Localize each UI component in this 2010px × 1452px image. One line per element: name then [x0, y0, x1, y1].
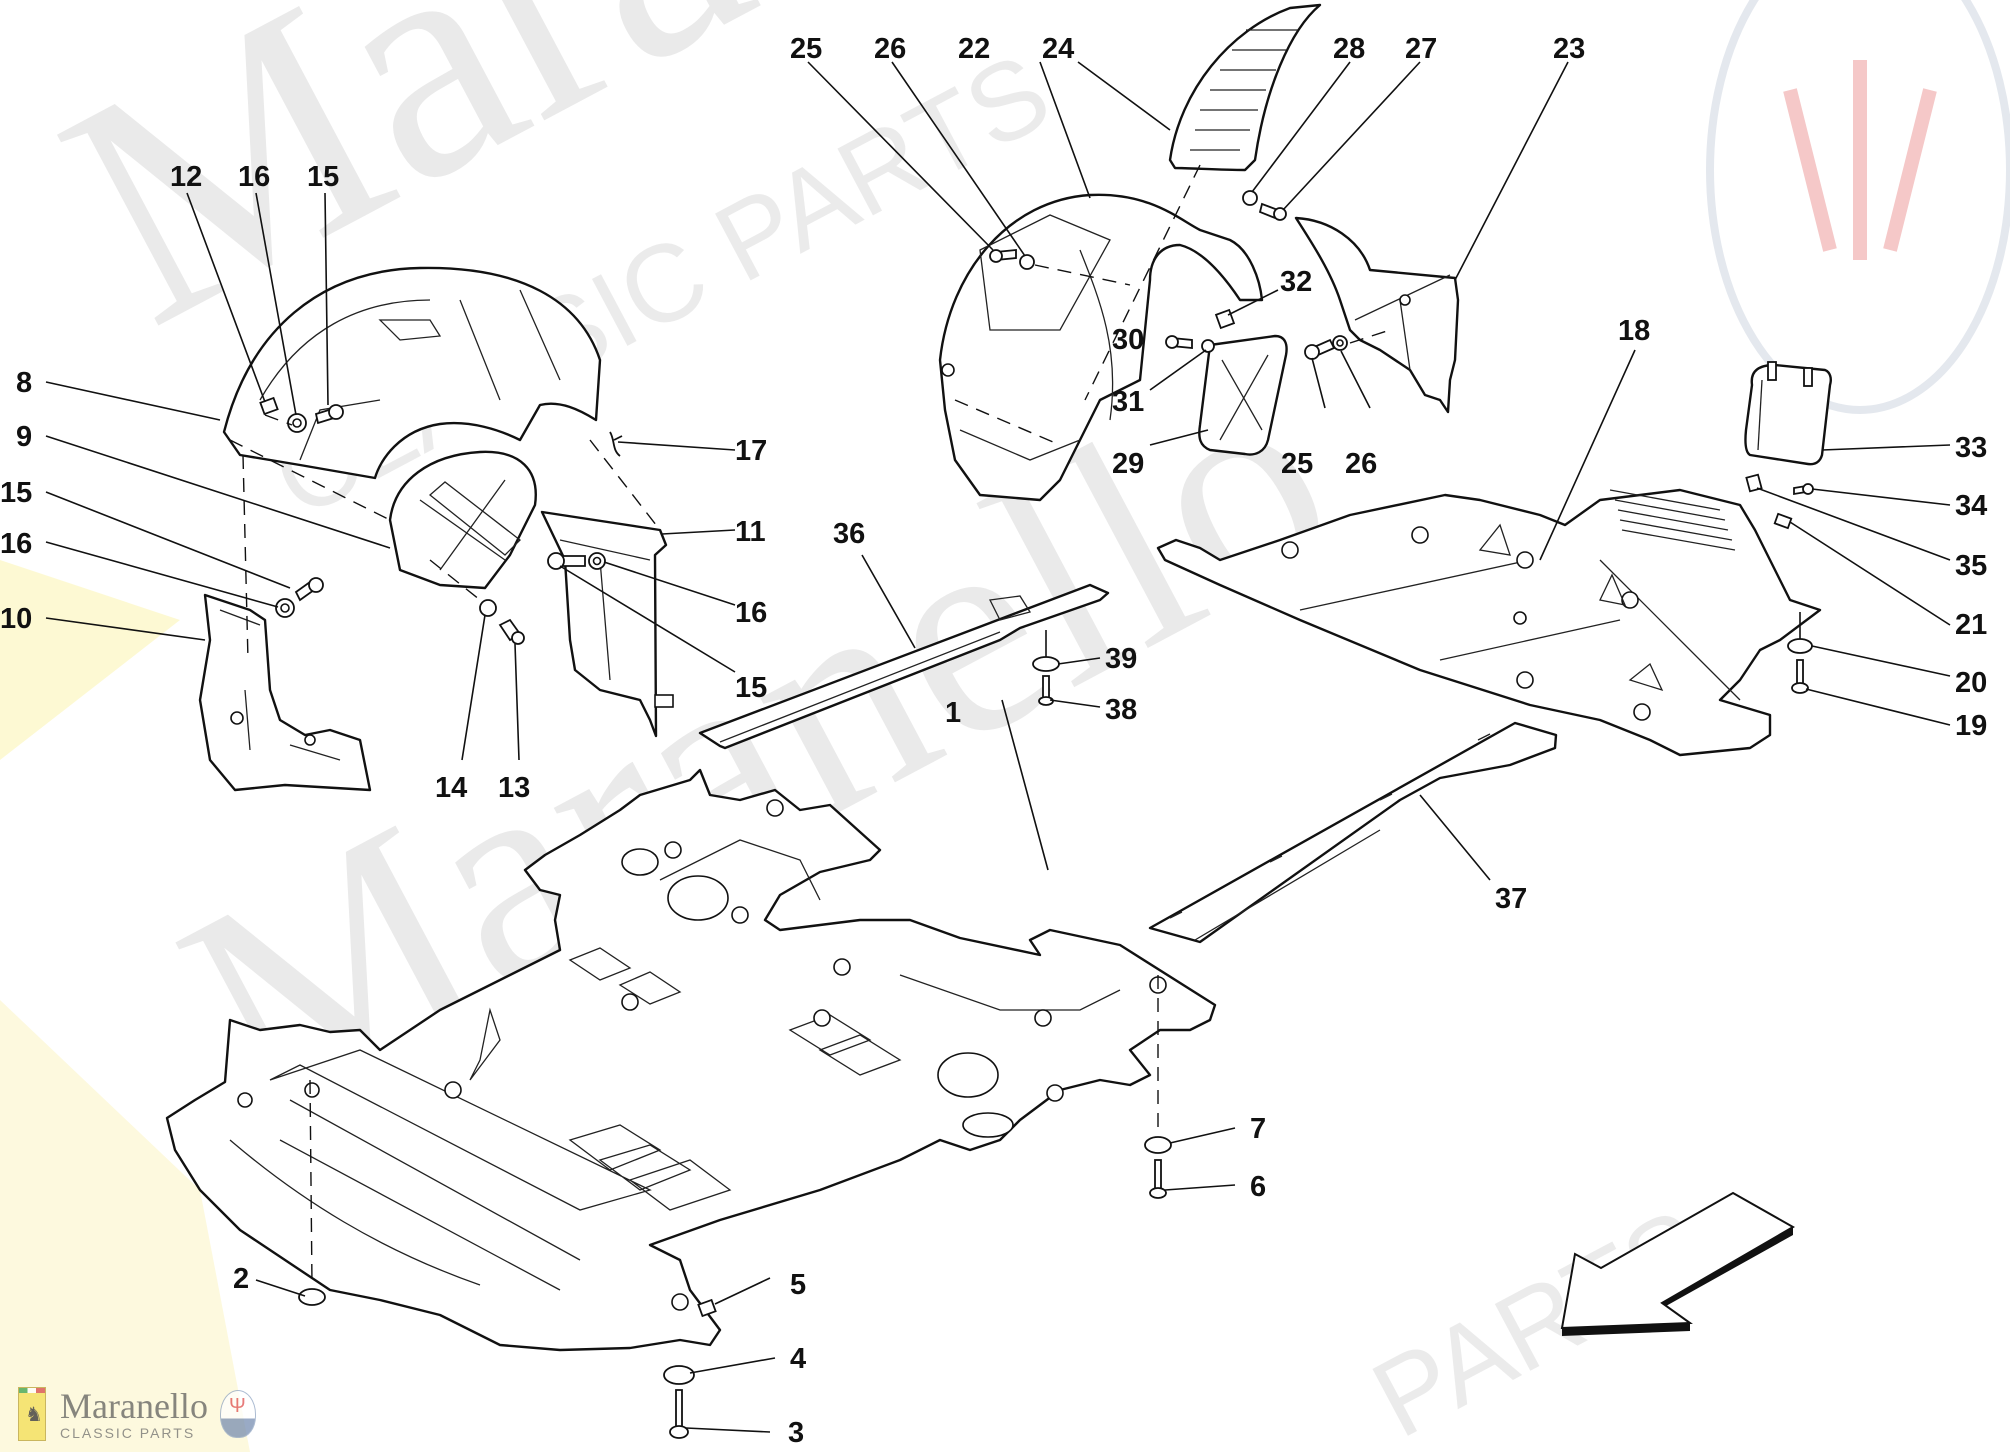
callout-21[interactable]: 21 [1955, 609, 1987, 641]
prancing-horse-icon: ♞ [25, 1404, 43, 1426]
rear-undertray-vents [1609, 489, 1736, 551]
fasteners-main-undertray [298, 1136, 1172, 1439]
part-19-screw[interactable] [1796, 659, 1804, 685]
part-21-clip[interactable] [1773, 512, 1793, 530]
callout-8[interactable]: 8 [16, 367, 32, 399]
callout-35[interactable]: 35 [1955, 550, 1987, 582]
part-37-stiffener[interactable] [1148, 721, 1558, 944]
callout-11[interactable]: 11 [735, 516, 766, 548]
part-38-screw[interactable] [1042, 675, 1050, 699]
callout-26-a[interactable]: 26 [874, 33, 906, 65]
callout-25-b[interactable]: 25 [1281, 448, 1313, 480]
part-3-screw[interactable] [675, 1389, 683, 1429]
fasteners-rear-wheelhouse [989, 190, 1348, 360]
watermark-ferrari-shield-lower [0, 1000, 250, 1452]
brand-subtitle: CLASSIC PARTS [60, 1425, 196, 1441]
part-18-rear-undertray[interactable] [1156, 488, 1822, 757]
brand-text: Maranello CLASSIC PARTS [60, 1387, 208, 1441]
front-direction-arrow-icon [1560, 1191, 1796, 1336]
part-24-vent-grille[interactable] [1168, 3, 1322, 172]
part-20-washer[interactable] [1787, 638, 1813, 654]
callout-10[interactable]: 10 [0, 603, 32, 635]
callout-26-b[interactable]: 26 [1345, 448, 1377, 480]
callout-22[interactable]: 22 [958, 33, 990, 65]
callout-24[interactable]: 24 [1042, 33, 1074, 65]
assembly-lines [229, 164, 1391, 1286]
part-6-screw[interactable] [1154, 1159, 1162, 1191]
callout-16-c[interactable]: 16 [735, 597, 767, 629]
callout-30[interactable]: 30 [1112, 324, 1144, 356]
callout-28[interactable]: 28 [1333, 33, 1365, 65]
callout-14[interactable]: 14 [435, 772, 467, 804]
callout-6[interactable]: 6 [1250, 1171, 1266, 1203]
watermark-trident [1783, 60, 1937, 260]
maserati-trident-icon: Ψ [219, 1390, 256, 1438]
callout-20[interactable]: 20 [1955, 667, 1987, 699]
callout-19[interactable]: 19 [1955, 710, 1987, 742]
part-23-rear-liner[interactable] [1294, 216, 1460, 414]
callout-17[interactable]: 17 [735, 435, 767, 467]
brand-name: Maranello [60, 1386, 208, 1426]
callout-23[interactable]: 23 [1553, 33, 1585, 65]
callout-labels: 1 2 3 4 5 6 7 8 9 10 11 12 13 14 15 15 1… [0, 33, 1987, 1449]
callout-39[interactable]: 39 [1105, 643, 1137, 675]
part-2-grommet[interactable] [298, 1288, 326, 1306]
leader-lines [45, 61, 1951, 1433]
part-9-cover-plate[interactable] [388, 450, 537, 590]
callout-37[interactable]: 37 [1495, 883, 1527, 915]
callout-18[interactable]: 18 [1618, 315, 1650, 347]
part-35-clip[interactable] [1745, 473, 1763, 493]
maranello-classic-parts-logo: ♞ Maranello CLASSIC PARTS Ψ [18, 1384, 256, 1444]
callout-13[interactable]: 13 [498, 772, 530, 804]
callout-25-a[interactable]: 25 [790, 33, 822, 65]
callout-36[interactable]: 36 [833, 518, 865, 550]
part-39-washer[interactable] [1032, 656, 1060, 672]
watermark-maserati-emblem [1706, 0, 2010, 414]
callout-5[interactable]: 5 [790, 1269, 806, 1301]
callout-29[interactable]: 29 [1112, 448, 1144, 480]
callout-9[interactable]: 9 [16, 421, 32, 453]
callout-15-a[interactable]: 15 [307, 161, 339, 193]
callout-33[interactable]: 33 [1955, 432, 1987, 464]
part-5-clip[interactable] [697, 1298, 717, 1318]
part-7-washer[interactable] [1144, 1136, 1172, 1154]
callout-16-a[interactable]: 16 [238, 161, 270, 193]
undertray-opening-rear [937, 1052, 999, 1098]
callout-3[interactable]: 3 [788, 1417, 804, 1449]
callout-16-b[interactable]: 16 [0, 528, 32, 560]
callout-31[interactable]: 31 [1112, 386, 1144, 418]
callout-1[interactable]: 1 [945, 697, 961, 729]
part-22-rear-wheelhouse[interactable] [938, 193, 1264, 502]
part-8-front-wheelhouse[interactable] [222, 266, 602, 480]
part-4-washer[interactable] [663, 1365, 695, 1385]
callout-32[interactable]: 32 [1280, 266, 1312, 298]
fasteners-rear-undertray [1745, 473, 1814, 694]
callout-12[interactable]: 12 [170, 161, 202, 193]
part-11-side-panel[interactable] [540, 510, 674, 738]
callout-34[interactable]: 34 [1955, 490, 1987, 522]
undertray-opening-front [667, 875, 729, 921]
part-17-clip[interactable] [609, 431, 623, 457]
watermark-ferrari-shield [0, 560, 180, 760]
callout-38[interactable]: 38 [1105, 694, 1137, 726]
part-10-lower-liner[interactable] [198, 593, 372, 792]
part-33-flap[interactable] [1744, 361, 1832, 466]
part-28-washer[interactable] [1242, 190, 1258, 206]
part-36-stiffener[interactable] [698, 583, 1110, 750]
callout-15-c[interactable]: 15 [735, 672, 767, 704]
callout-15-b[interactable]: 15 [0, 477, 32, 509]
part-29-cover-plate[interactable] [1198, 334, 1288, 456]
fasteners-front-left [259, 396, 623, 645]
ferrari-shield-icon: ♞ [18, 1387, 46, 1441]
part-14-washer[interactable] [479, 599, 497, 617]
part-26-washer-a[interactable] [1019, 254, 1035, 270]
callout-4[interactable]: 4 [790, 1343, 806, 1375]
callout-2[interactable]: 2 [233, 1263, 249, 1295]
callout-7[interactable]: 7 [1250, 1113, 1266, 1145]
part-31-washer[interactable] [1201, 339, 1215, 353]
callout-27[interactable]: 27 [1405, 33, 1437, 65]
